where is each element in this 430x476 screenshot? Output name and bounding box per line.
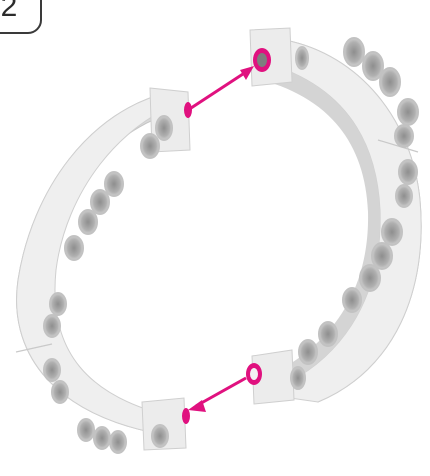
curved-beam-left: [16, 88, 190, 453]
arrow-icon: [188, 66, 254, 412]
curved-beam-right: [250, 28, 421, 404]
